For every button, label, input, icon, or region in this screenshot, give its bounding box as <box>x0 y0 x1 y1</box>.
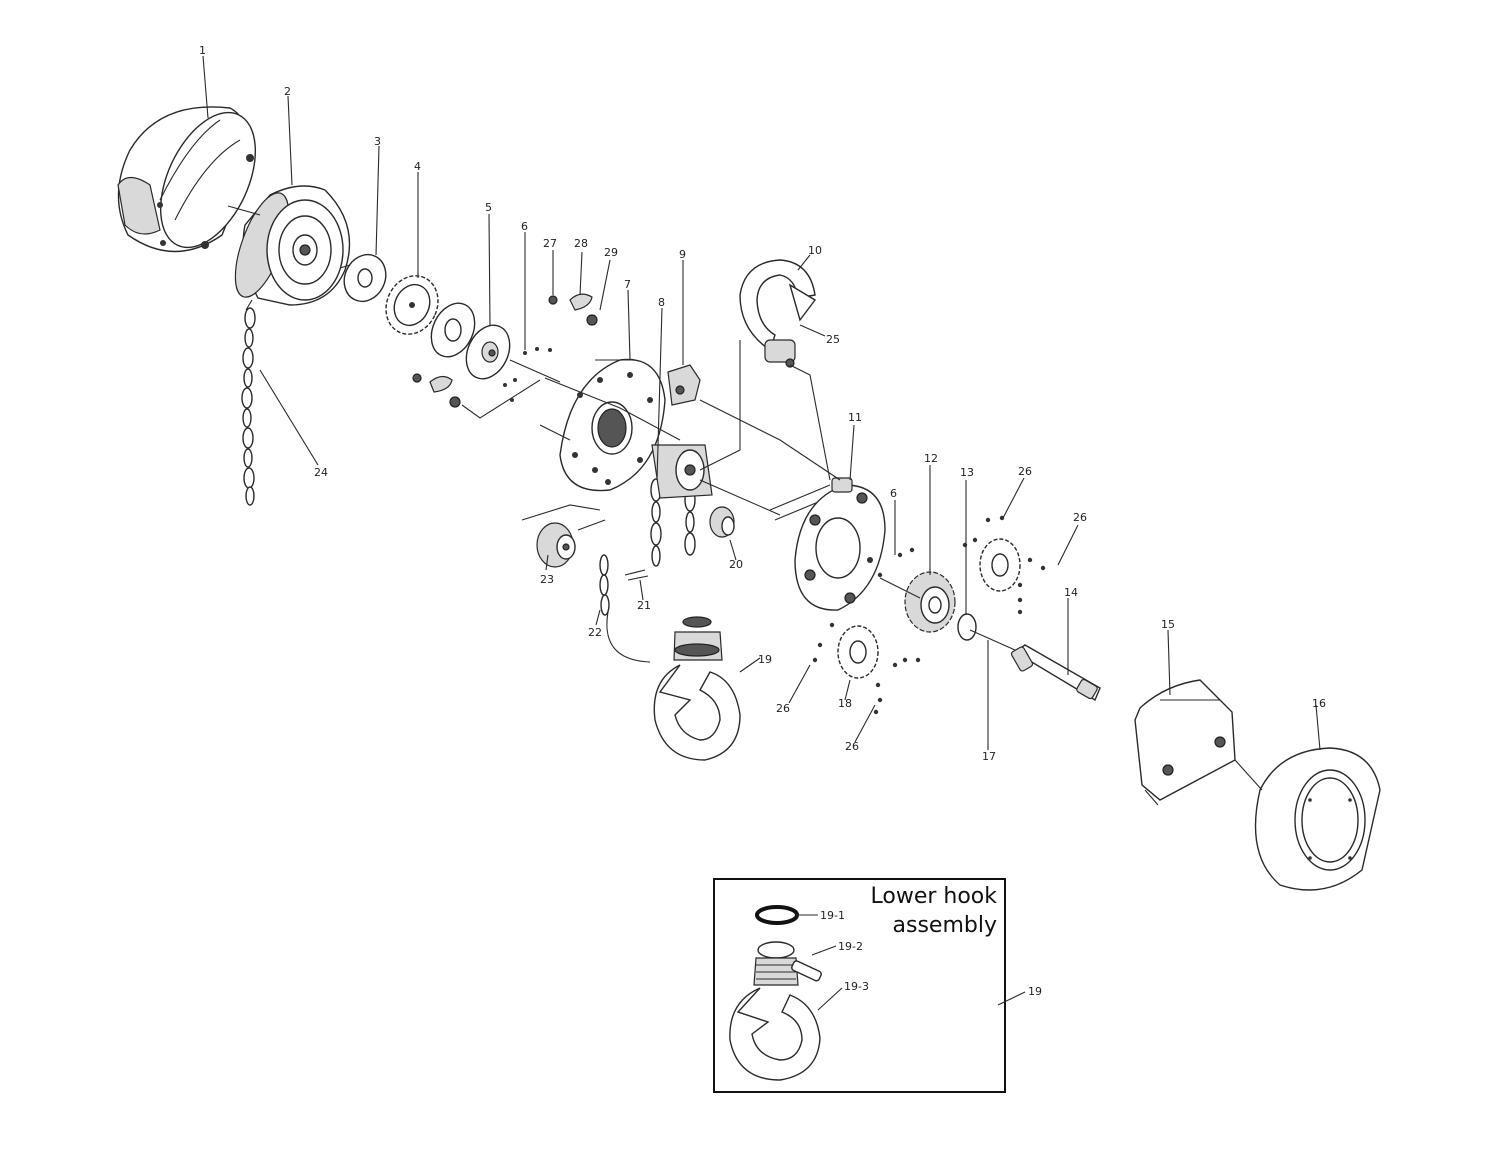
callout-12: 12 <box>924 452 938 465</box>
load-sheave <box>536 522 576 568</box>
callout-29: 29 <box>604 246 618 259</box>
callout-14: 14 <box>1064 586 1078 599</box>
load-chain <box>650 478 696 567</box>
washer-3 <box>343 253 387 303</box>
callout-2: 2 <box>284 85 291 98</box>
callout-28: 28 <box>574 237 588 250</box>
chain-end <box>599 554 651 663</box>
callout-20: 20 <box>729 558 743 571</box>
callout-26c: 26 <box>776 702 790 715</box>
inset-title-line1: Lower hook <box>871 884 998 909</box>
callout-1: 1 <box>199 44 206 57</box>
gear-18 <box>837 625 879 679</box>
callout-5: 5 <box>485 201 492 214</box>
callout-23: 23 <box>540 573 554 586</box>
inset-label-19-1: 19-1 <box>820 909 845 922</box>
callout-24: 24 <box>314 466 328 479</box>
pawl-hardware <box>412 293 598 419</box>
inset-label-19-2: 19-2 <box>838 940 863 953</box>
callout-16: 16 <box>1312 697 1326 710</box>
inset-title-line2: assembly <box>893 913 997 938</box>
leader-lines <box>202 55 1321 791</box>
callout-8: 8 <box>658 296 665 309</box>
callout-21: 21 <box>637 599 651 612</box>
callout-6: 6 <box>521 220 528 233</box>
callout-17: 17 <box>982 750 996 763</box>
snap-ring <box>957 613 977 641</box>
callout-9: 9 <box>679 248 686 261</box>
hand-wheel-cover <box>117 106 257 253</box>
load-sheave-block <box>651 444 713 499</box>
callout-26d: 26 <box>845 740 859 753</box>
gear-17 <box>979 538 1021 592</box>
callout-26a: 26 <box>1018 465 1032 478</box>
bracket <box>1134 679 1236 806</box>
side-plate <box>559 358 666 492</box>
callout-4: 4 <box>414 160 421 173</box>
bearing-balls <box>812 515 1046 715</box>
inset-label-19: 19 <box>1028 985 1042 998</box>
callout-18: 18 <box>838 697 852 710</box>
guide-roller <box>709 506 735 538</box>
callout-13: 13 <box>960 466 974 479</box>
friction-disc <box>465 324 511 380</box>
callout-15: 15 <box>1161 618 1175 631</box>
main-frame <box>769 477 886 611</box>
callout-26b: 26 <box>1073 511 1087 524</box>
inset-label-19-3: 19-3 <box>844 980 869 993</box>
hand-chain <box>241 299 256 506</box>
top-hook <box>739 259 817 368</box>
callout-27: 27 <box>543 237 557 250</box>
ratchet-disc <box>385 275 439 335</box>
callout-3: 3 <box>374 135 381 148</box>
callout-22: 22 <box>588 626 602 639</box>
gear-12 <box>904 571 956 633</box>
callout-19: 19 <box>758 653 772 666</box>
callout-25: 25 <box>826 333 840 346</box>
pinion-shaft <box>969 629 1101 702</box>
lower-hook <box>653 616 741 761</box>
callout-6b: 6 <box>890 487 897 500</box>
callout-labels: 1 2 3 4 5 6 27 28 29 7 8 9 10 25 24 11 6… <box>199 44 1326 763</box>
callout-10: 10 <box>808 244 822 257</box>
friction-washer <box>430 302 476 358</box>
callout-11: 11 <box>848 411 862 424</box>
hand-wheel <box>234 185 351 306</box>
chain-guide-top <box>667 364 701 406</box>
lower-hook-assembly-inset: Lower hook assembly 19-1 19-2 19-3 19 <box>713 878 1042 1093</box>
retaining-ring-icon <box>755 905 799 925</box>
callout-7: 7 <box>624 278 631 291</box>
gear-cover <box>1254 747 1381 891</box>
